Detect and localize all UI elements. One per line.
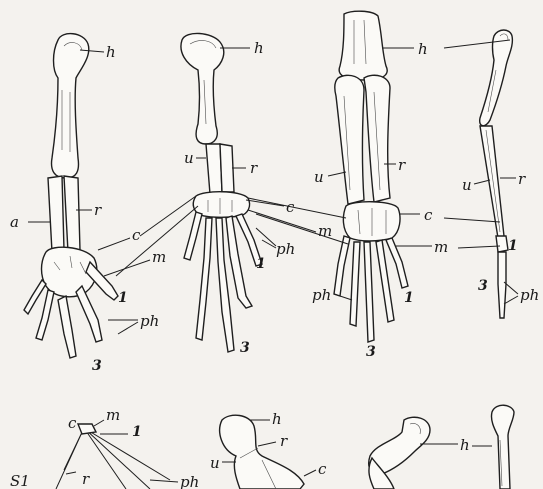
limb-2-label-r: r bbox=[250, 159, 258, 177]
bottom-middle-label-r: r bbox=[280, 432, 288, 450]
limb-3-carpals bbox=[343, 202, 400, 241]
bottom-label-m: m bbox=[106, 406, 120, 424]
limb-1-radius bbox=[64, 176, 80, 252]
limb-2-label-u: u bbox=[184, 149, 194, 167]
bottom-label-s1: S1 bbox=[10, 472, 30, 489]
limb-4-label-r: r bbox=[518, 170, 526, 188]
limb-3-label-m: m bbox=[434, 238, 448, 256]
limb-4-label-1: 1 bbox=[508, 238, 518, 254]
limb-4-humerus bbox=[480, 30, 513, 126]
limb-3-digit-4 bbox=[350, 242, 360, 326]
limb-4-label-ph: ph bbox=[520, 286, 539, 304]
limb-1-label-1: 1 bbox=[118, 290, 128, 306]
bottom-right-figure: h bbox=[369, 405, 514, 489]
limb-2-digit-5 bbox=[184, 212, 202, 260]
bottom-middle-label-h: h bbox=[272, 410, 282, 428]
bottom-middle-label-u: u bbox=[210, 454, 220, 472]
limb-1-label-3: 3 bbox=[92, 358, 102, 374]
limb-4-carpals bbox=[496, 236, 508, 252]
limb-1-label-h: h bbox=[106, 43, 116, 61]
limb-1: h r a c m 1 ph 3 bbox=[10, 34, 166, 374]
limb-2-label-m: m bbox=[318, 222, 332, 240]
limb-4-digit bbox=[498, 252, 506, 318]
limb-2-radius bbox=[220, 144, 234, 192]
limb-1-digit-2 bbox=[76, 286, 102, 342]
bottom-label-1: 1 bbox=[132, 424, 142, 440]
limb-3-label-u: u bbox=[314, 168, 324, 186]
limb-1-ulna bbox=[48, 176, 64, 252]
limb-1-digit-5 bbox=[24, 280, 46, 314]
limb-2-digit-4 bbox=[196, 218, 212, 340]
limb-1-label-m: m bbox=[152, 248, 166, 266]
limb-3-label-ph: ph bbox=[312, 286, 331, 304]
limb-4-label-3: 3 bbox=[478, 278, 488, 294]
limb-1-label-r: r bbox=[94, 201, 102, 219]
limb-2-label-3: 3 bbox=[240, 340, 250, 356]
limb-2-humerus bbox=[181, 33, 224, 144]
limb-3-label-1: 1 bbox=[404, 290, 414, 306]
bottom-label-r: r bbox=[82, 470, 90, 488]
limb-1-digit-3 bbox=[58, 296, 76, 358]
limb-2: h u r c m ph 1 3 bbox=[116, 33, 332, 356]
limb-2-label-h: h bbox=[254, 39, 264, 57]
limb-2-label-1: 1 bbox=[256, 256, 266, 272]
limb-3-digit-5 bbox=[334, 236, 350, 296]
bottom-middle-label-c: c bbox=[318, 460, 327, 478]
limb-3-humerus bbox=[339, 11, 387, 80]
limb-3-digit-3 bbox=[364, 242, 374, 342]
limb-1-label-a: a bbox=[10, 213, 19, 231]
limb-3: h u r c m ph 1 3 bbox=[248, 11, 448, 360]
bottom-label-ph: ph bbox=[180, 473, 199, 489]
limb-4-label-u: u bbox=[462, 176, 472, 194]
bottom-right-label-h: h bbox=[460, 436, 470, 454]
limb-3-label-3: 3 bbox=[366, 344, 376, 360]
limb-1-label-ph: ph bbox=[140, 312, 159, 330]
limb-2-ulna bbox=[206, 144, 222, 194]
bottom-wing-figure: c m 1 r ph S1 bbox=[10, 406, 199, 489]
limb-3-ulna bbox=[335, 75, 364, 204]
limb-3-label-h: h bbox=[418, 40, 428, 58]
limb-2-label-ph: ph bbox=[276, 240, 295, 258]
bottom-label-c: c bbox=[68, 414, 77, 432]
limb-3-label-r: r bbox=[398, 156, 406, 174]
limb-1-digit-4 bbox=[36, 290, 54, 340]
bottom-middle-figure: h r u c bbox=[210, 410, 327, 489]
limb-4: u r 1 3 ph bbox=[444, 30, 539, 318]
limb-3-label-c: c bbox=[424, 206, 433, 224]
limb-1-label-c: c bbox=[132, 226, 141, 244]
